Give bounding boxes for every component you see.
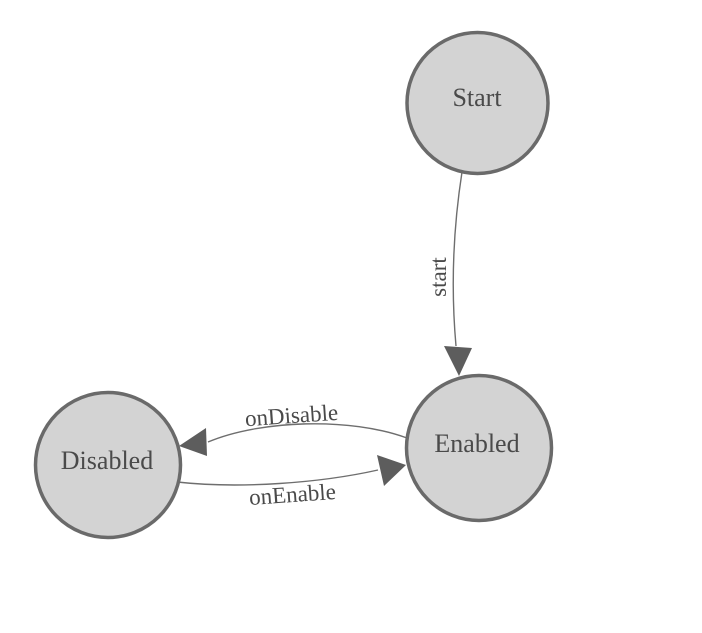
edge-start-to-enabled[interactable]: start: [426, 171, 472, 376]
node-enabled-label: Enabled: [434, 429, 519, 458]
arrowhead-into-enabled-from-disabled: [377, 455, 406, 486]
node-start-circle[interactable]: [405, 30, 550, 176]
node-disabled-circle[interactable]: [33, 390, 183, 540]
edge-enabled-to-disabled[interactable]: onDisable: [179, 400, 408, 456]
edge-label-onenable: onEnable: [248, 479, 336, 510]
edge-label-start: start: [426, 257, 451, 297]
edge-label-ondisable: onDisable: [244, 400, 339, 431]
node-start-label: Start: [452, 83, 502, 112]
edge-disabled-to-enabled[interactable]: onEnable: [176, 455, 406, 510]
edge-line-start: [452, 171, 463, 347]
node-enabled-circle[interactable]: [404, 373, 554, 523]
node-enabled[interactable]: Enabled: [404, 373, 554, 523]
node-start[interactable]: Start: [405, 30, 550, 176]
edge-line-onenable: [176, 469, 379, 486]
arrowhead-into-enabled-from-start: [444, 346, 472, 376]
node-disabled[interactable]: Disabled: [33, 390, 183, 540]
arrowhead-into-disabled: [179, 428, 207, 456]
edge-line-ondisable: [207, 423, 408, 443]
node-disabled-label: Disabled: [61, 446, 153, 475]
